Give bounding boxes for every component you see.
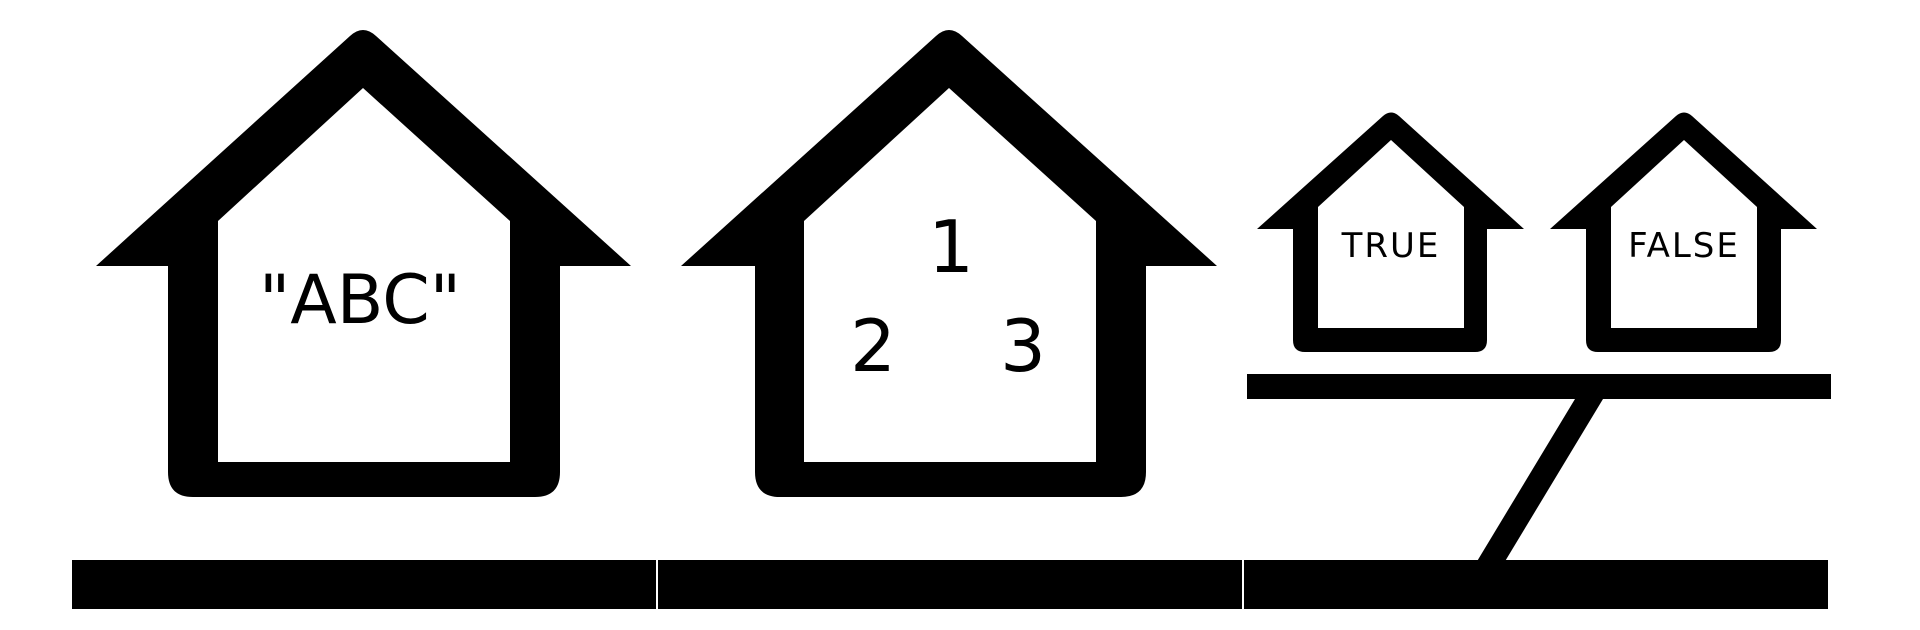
boolean-seesaw xyxy=(1247,374,1831,563)
ground xyxy=(72,560,1828,609)
numbers-house-interior xyxy=(804,88,1096,462)
numbers-house-value-3: 3 xyxy=(1000,304,1046,388)
false-house-label: FALSE xyxy=(1628,226,1740,266)
numbers-house-value-2: 2 xyxy=(850,304,896,388)
true-house: TRUE xyxy=(1257,112,1524,352)
ground-segment-left xyxy=(72,560,656,609)
numbers-house: 1 2 3 xyxy=(681,30,1217,497)
string-house-interior xyxy=(218,88,510,462)
true-house-label: TRUE xyxy=(1341,226,1441,266)
numbers-house-value-1: 1 xyxy=(928,205,974,289)
seesaw-plank xyxy=(1247,374,1831,399)
string-house-label: "ABC" xyxy=(259,261,461,340)
true-house-interior xyxy=(1318,140,1464,328)
ground-segment-middle xyxy=(658,560,1242,609)
false-house: FALSE xyxy=(1550,112,1817,352)
ground-segment-right xyxy=(1244,560,1828,609)
string-house: "ABC" xyxy=(96,30,631,497)
seesaw-strut xyxy=(1476,399,1603,563)
false-house-interior xyxy=(1611,140,1757,328)
